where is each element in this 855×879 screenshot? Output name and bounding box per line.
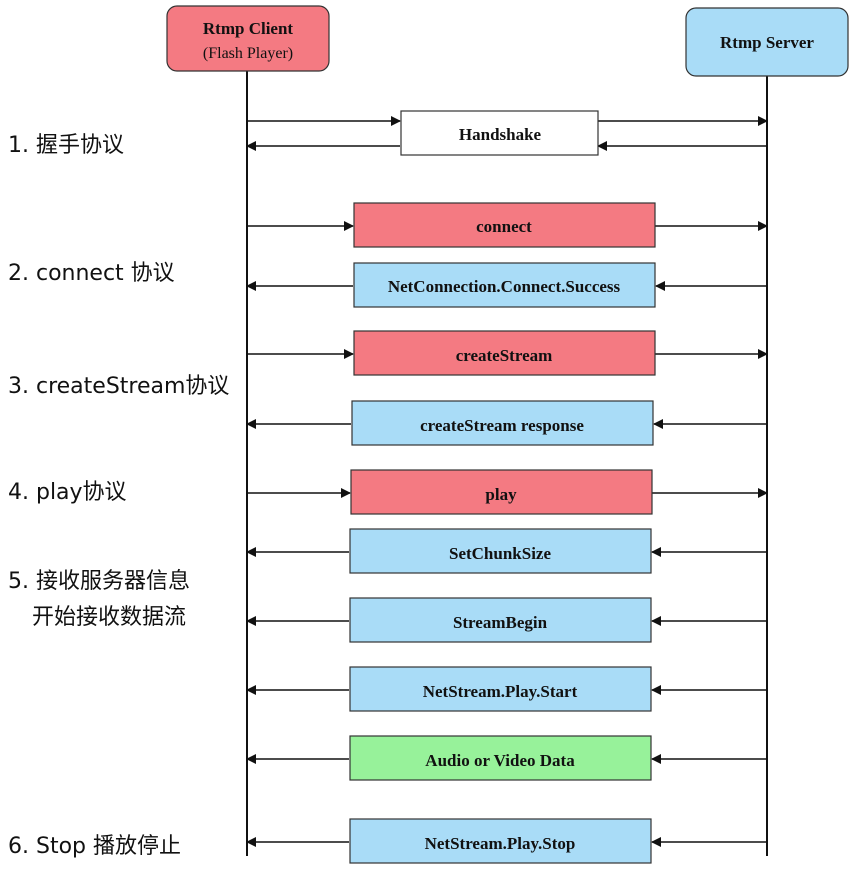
message-label: play xyxy=(485,485,517,504)
message-label: NetStream.Play.Stop xyxy=(425,834,576,853)
message-box xyxy=(349,818,652,864)
step-label: 6. Stop 播放停止 xyxy=(8,834,181,859)
message-setchunksize: SetChunkSize xyxy=(246,528,767,574)
message-av-data: Audio or Video Data xyxy=(246,735,767,781)
message-label: NetConnection.Connect.Success xyxy=(388,277,621,296)
step-label: 1. 握手协议 xyxy=(8,133,124,158)
message-label: StreamBegin xyxy=(453,613,548,632)
message-label: Handshake xyxy=(459,125,542,144)
client-subtitle: (Flash Player) xyxy=(203,45,293,62)
message-box xyxy=(353,202,656,248)
message-label: NetStream.Play.Start xyxy=(423,682,578,701)
message-label: SetChunkSize xyxy=(449,544,551,563)
message-label: Audio or Video Data xyxy=(425,751,575,770)
step-label: 5. 接收服务器信息 xyxy=(8,569,190,594)
step-label: 3. createStream协议 xyxy=(8,374,229,399)
server-title: Rtmp Server xyxy=(720,33,814,52)
message-box xyxy=(351,400,654,446)
client-box xyxy=(166,5,330,72)
message-handshake: Handshake xyxy=(246,110,768,156)
message-connect: connect xyxy=(247,202,768,248)
message-createstream-response: createStream response xyxy=(246,400,767,446)
message-connect-success: NetConnection.Connect.Success xyxy=(246,262,767,308)
message-label: createStream xyxy=(456,346,553,365)
message-box xyxy=(350,469,653,515)
message-box xyxy=(353,330,656,376)
message-box xyxy=(349,528,652,574)
step-labels: 1. 握手协议 2. connect 协议 3. createStream协议 … xyxy=(8,133,229,859)
message-label: connect xyxy=(476,217,532,236)
message-play-start: NetStream.Play.Start xyxy=(246,666,767,712)
client-title: Rtmp Client xyxy=(203,19,294,38)
handshake-box xyxy=(400,110,599,156)
message-box xyxy=(349,666,652,712)
server-participant: Rtmp Server xyxy=(685,7,849,77)
client-participant: Rtmp Client (Flash Player) xyxy=(166,5,330,72)
message-createstream: createStream xyxy=(247,330,768,376)
server-box xyxy=(685,7,849,77)
message-streambegin: StreamBegin xyxy=(246,597,767,643)
step-label: 开始接收数据流 xyxy=(32,605,186,630)
message-play-stop: NetStream.Play.Stop xyxy=(246,818,767,864)
message-play: play xyxy=(247,469,768,515)
message-label: createStream response xyxy=(420,416,584,435)
message-box xyxy=(349,597,652,643)
message-box xyxy=(353,262,656,308)
message-box xyxy=(349,735,652,781)
step-label: 4. play协议 xyxy=(8,480,127,505)
step-label: 2. connect 协议 xyxy=(8,261,175,286)
